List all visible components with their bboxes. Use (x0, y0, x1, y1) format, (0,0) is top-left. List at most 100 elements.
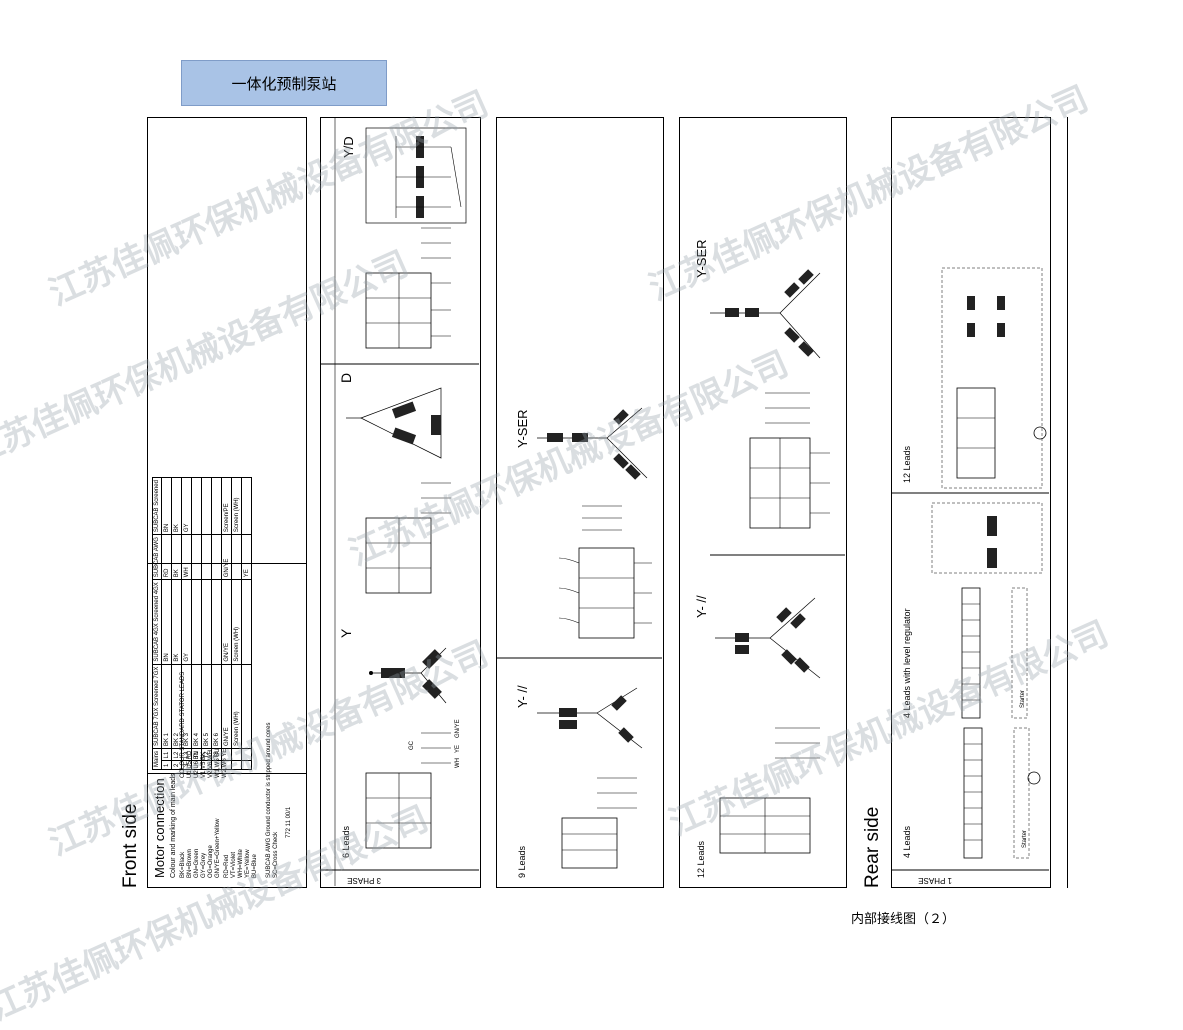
label-y-ser-12: Y-SER (694, 239, 709, 278)
front-side-label: Front side (120, 803, 141, 888)
single-phase-diagram: 12 Leads 4 Leads with level regulator 4 … (892, 267, 1049, 885)
table-cell (191, 579, 202, 665)
ground-note: SUBCAB AWG Ground conductor is stripped … (266, 722, 279, 878)
table-cell: 1 (161, 760, 172, 770)
yd-coils (395, 136, 462, 218)
table-cell: T1 (191, 748, 202, 761)
table-cell (201, 760, 212, 770)
table-cell: BK (171, 477, 182, 535)
colour-marking-subheading: Colour and marking of main leads (170, 773, 177, 878)
table-cell: BK 4 (191, 664, 202, 749)
table-cell (191, 760, 202, 770)
table-cell (201, 534, 212, 580)
twelve-leads-panel: Y-SER Y- // 12 Leads (679, 117, 847, 888)
table-cell: 2 (171, 760, 182, 770)
wire-gnye: GN/YE (455, 719, 461, 738)
table-cell (221, 748, 232, 761)
twelve-leads-diagram: Y-SER Y- // 12 Leads (694, 239, 845, 878)
table-cell: BK 1 (161, 664, 172, 749)
rear-side-label: Rear side (862, 806, 883, 888)
table-cell: 3 (181, 760, 192, 770)
table-cell: BK 3 (181, 664, 192, 749)
sensor-gc: GC (409, 740, 415, 750)
label-y-ser-9: Y-SER (515, 409, 530, 448)
table-cell (211, 760, 222, 770)
next-panel-edge (1067, 117, 1068, 888)
table-cell: GN/YE (221, 534, 232, 580)
table-cell: RD (161, 534, 172, 580)
six-leads-label: 6 Leads (341, 825, 351, 858)
table-cell: BK 6 (211, 664, 222, 749)
table-cell (231, 534, 242, 580)
table-cell: BK 5 (201, 664, 212, 749)
table-cell (231, 760, 242, 770)
table-cell (191, 477, 202, 535)
label-y-par-9: Y- // (515, 685, 530, 708)
twelve-leads-label: 12 Leads (696, 840, 706, 878)
four-leads-label: 4 Leads (902, 825, 912, 858)
table-cell (241, 477, 252, 535)
table-cell: L2 (171, 748, 182, 761)
table-header: SUBCAB 7GX Screened 7GX (152, 664, 162, 749)
page-title: 一体化预制泵站 (231, 74, 337, 93)
three-phase-diagram: D Y Y/D 6 Leads 3 PHASE WH YE GN/YE GC (321, 118, 479, 886)
table-cell: Screen (WH) (231, 477, 242, 535)
table-cell (241, 760, 252, 770)
label-y-par-12: Y- // (694, 595, 709, 618)
table-cell: BN (161, 579, 172, 665)
label-y: Y (338, 628, 354, 638)
table-cell (241, 748, 252, 761)
table-cell: BK 2 (171, 664, 182, 749)
twelve-leads-1ph-label: 12 Leads (902, 445, 912, 483)
starter-label-a: Starter (1020, 690, 1026, 708)
wire-wh: WH (455, 758, 461, 768)
table-row: YE (241, 477, 252, 770)
caption: 内部接线图（２） (851, 912, 956, 927)
table-cell: BK (171, 579, 182, 665)
table-cell: Screen (WH) (231, 664, 242, 749)
table-cell (201, 579, 212, 665)
table-cell: WH (181, 534, 192, 580)
label-d: D (338, 373, 354, 383)
table-cell: GY (181, 579, 192, 665)
table-cell (241, 579, 252, 665)
wire-ye: YE (455, 745, 461, 753)
table-cell: T2 (201, 748, 212, 761)
single-phase-panel: 12 Leads 4 Leads with level regulator 4 … (891, 117, 1051, 888)
four-leads-regulator-label: 4 Leads with level regulator (902, 608, 912, 718)
table-cell: GN/YE (221, 664, 232, 749)
nine-leads-diagram: Y-SER Y- // 9 Leads (497, 407, 662, 878)
one-phase-footer: 1 PHASE (918, 876, 952, 885)
table-header: SUBCAB AWG (152, 534, 162, 580)
three-phase-panel: D Y Y/D 6 Leads 3 PHASE WH YE GN/YE GC (320, 117, 481, 888)
table-cell: Screen/PE (221, 477, 232, 535)
title-box: 一体化预制泵站 (181, 60, 387, 106)
table-header: SUBCAB Screened (152, 477, 162, 535)
label-yd: Y/D (341, 136, 356, 158)
table-cell: L3 (181, 748, 192, 761)
table-cell: Screen (WH) (231, 579, 242, 665)
nine-leads-label: 9 Leads (517, 845, 527, 878)
table-cell: BK (171, 534, 182, 580)
table-cell: BN (161, 477, 172, 535)
table-cell: YE (241, 534, 252, 580)
table-cell (221, 760, 232, 770)
table-cell: GY (181, 477, 192, 535)
table-cell: T3 (211, 748, 222, 761)
motor-connection-heading: Motor connection (152, 778, 167, 878)
table-cell (231, 748, 242, 761)
table-cell (211, 579, 222, 665)
part-code: 772 11 00/1 (286, 806, 292, 838)
table-cell (241, 664, 252, 749)
table-cell (191, 534, 202, 580)
